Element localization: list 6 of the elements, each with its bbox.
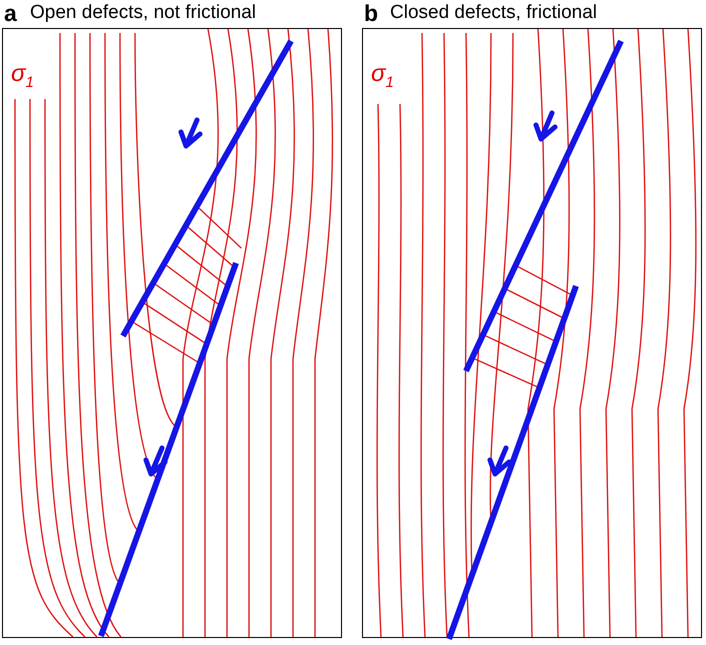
panel-title: Open defects, not frictional xyxy=(30,2,256,24)
panel-letter: b xyxy=(364,0,378,26)
stress-symbol: σ$_{1}$ xyxy=(371,61,394,93)
panel-letter: a xyxy=(4,0,17,26)
panel-title: Closed defects, frictional xyxy=(390,2,597,24)
stress-symbol: σ$_{1}$ xyxy=(11,61,34,93)
